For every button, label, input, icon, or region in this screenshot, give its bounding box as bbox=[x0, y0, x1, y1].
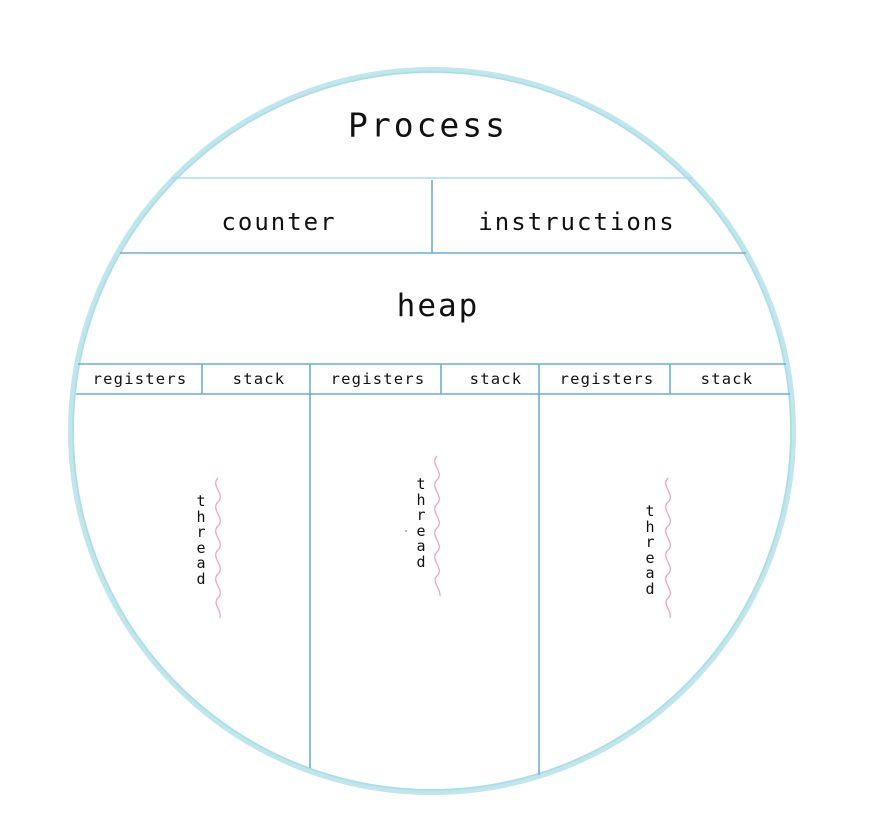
process-circle bbox=[68, 67, 796, 795]
process-circle-inner bbox=[72, 71, 792, 791]
thread1-registers-label: registers bbox=[92, 370, 188, 388]
thread1-label: thread bbox=[196, 492, 206, 588]
thread2-stack-label: stack bbox=[469, 370, 523, 388]
process-title: Process bbox=[347, 105, 509, 145]
thread3-label: thread bbox=[645, 502, 655, 598]
thread-squiggle-1 bbox=[215, 477, 221, 619]
heap-label: heap bbox=[396, 288, 480, 324]
thread3-stack-label: stack bbox=[700, 370, 754, 388]
stray-dot bbox=[405, 530, 407, 532]
thread2-registers-label: registers bbox=[330, 370, 426, 388]
thread-squiggle-3 bbox=[665, 477, 671, 619]
thread3-registers-label: registers bbox=[559, 370, 655, 388]
instructions-label: instructions bbox=[478, 208, 676, 236]
thread2-label: thread bbox=[416, 475, 426, 571]
thread-squiggle-2 bbox=[434, 455, 441, 597]
counter-label: counter bbox=[221, 208, 337, 236]
thread1-stack-label: stack bbox=[232, 370, 286, 388]
